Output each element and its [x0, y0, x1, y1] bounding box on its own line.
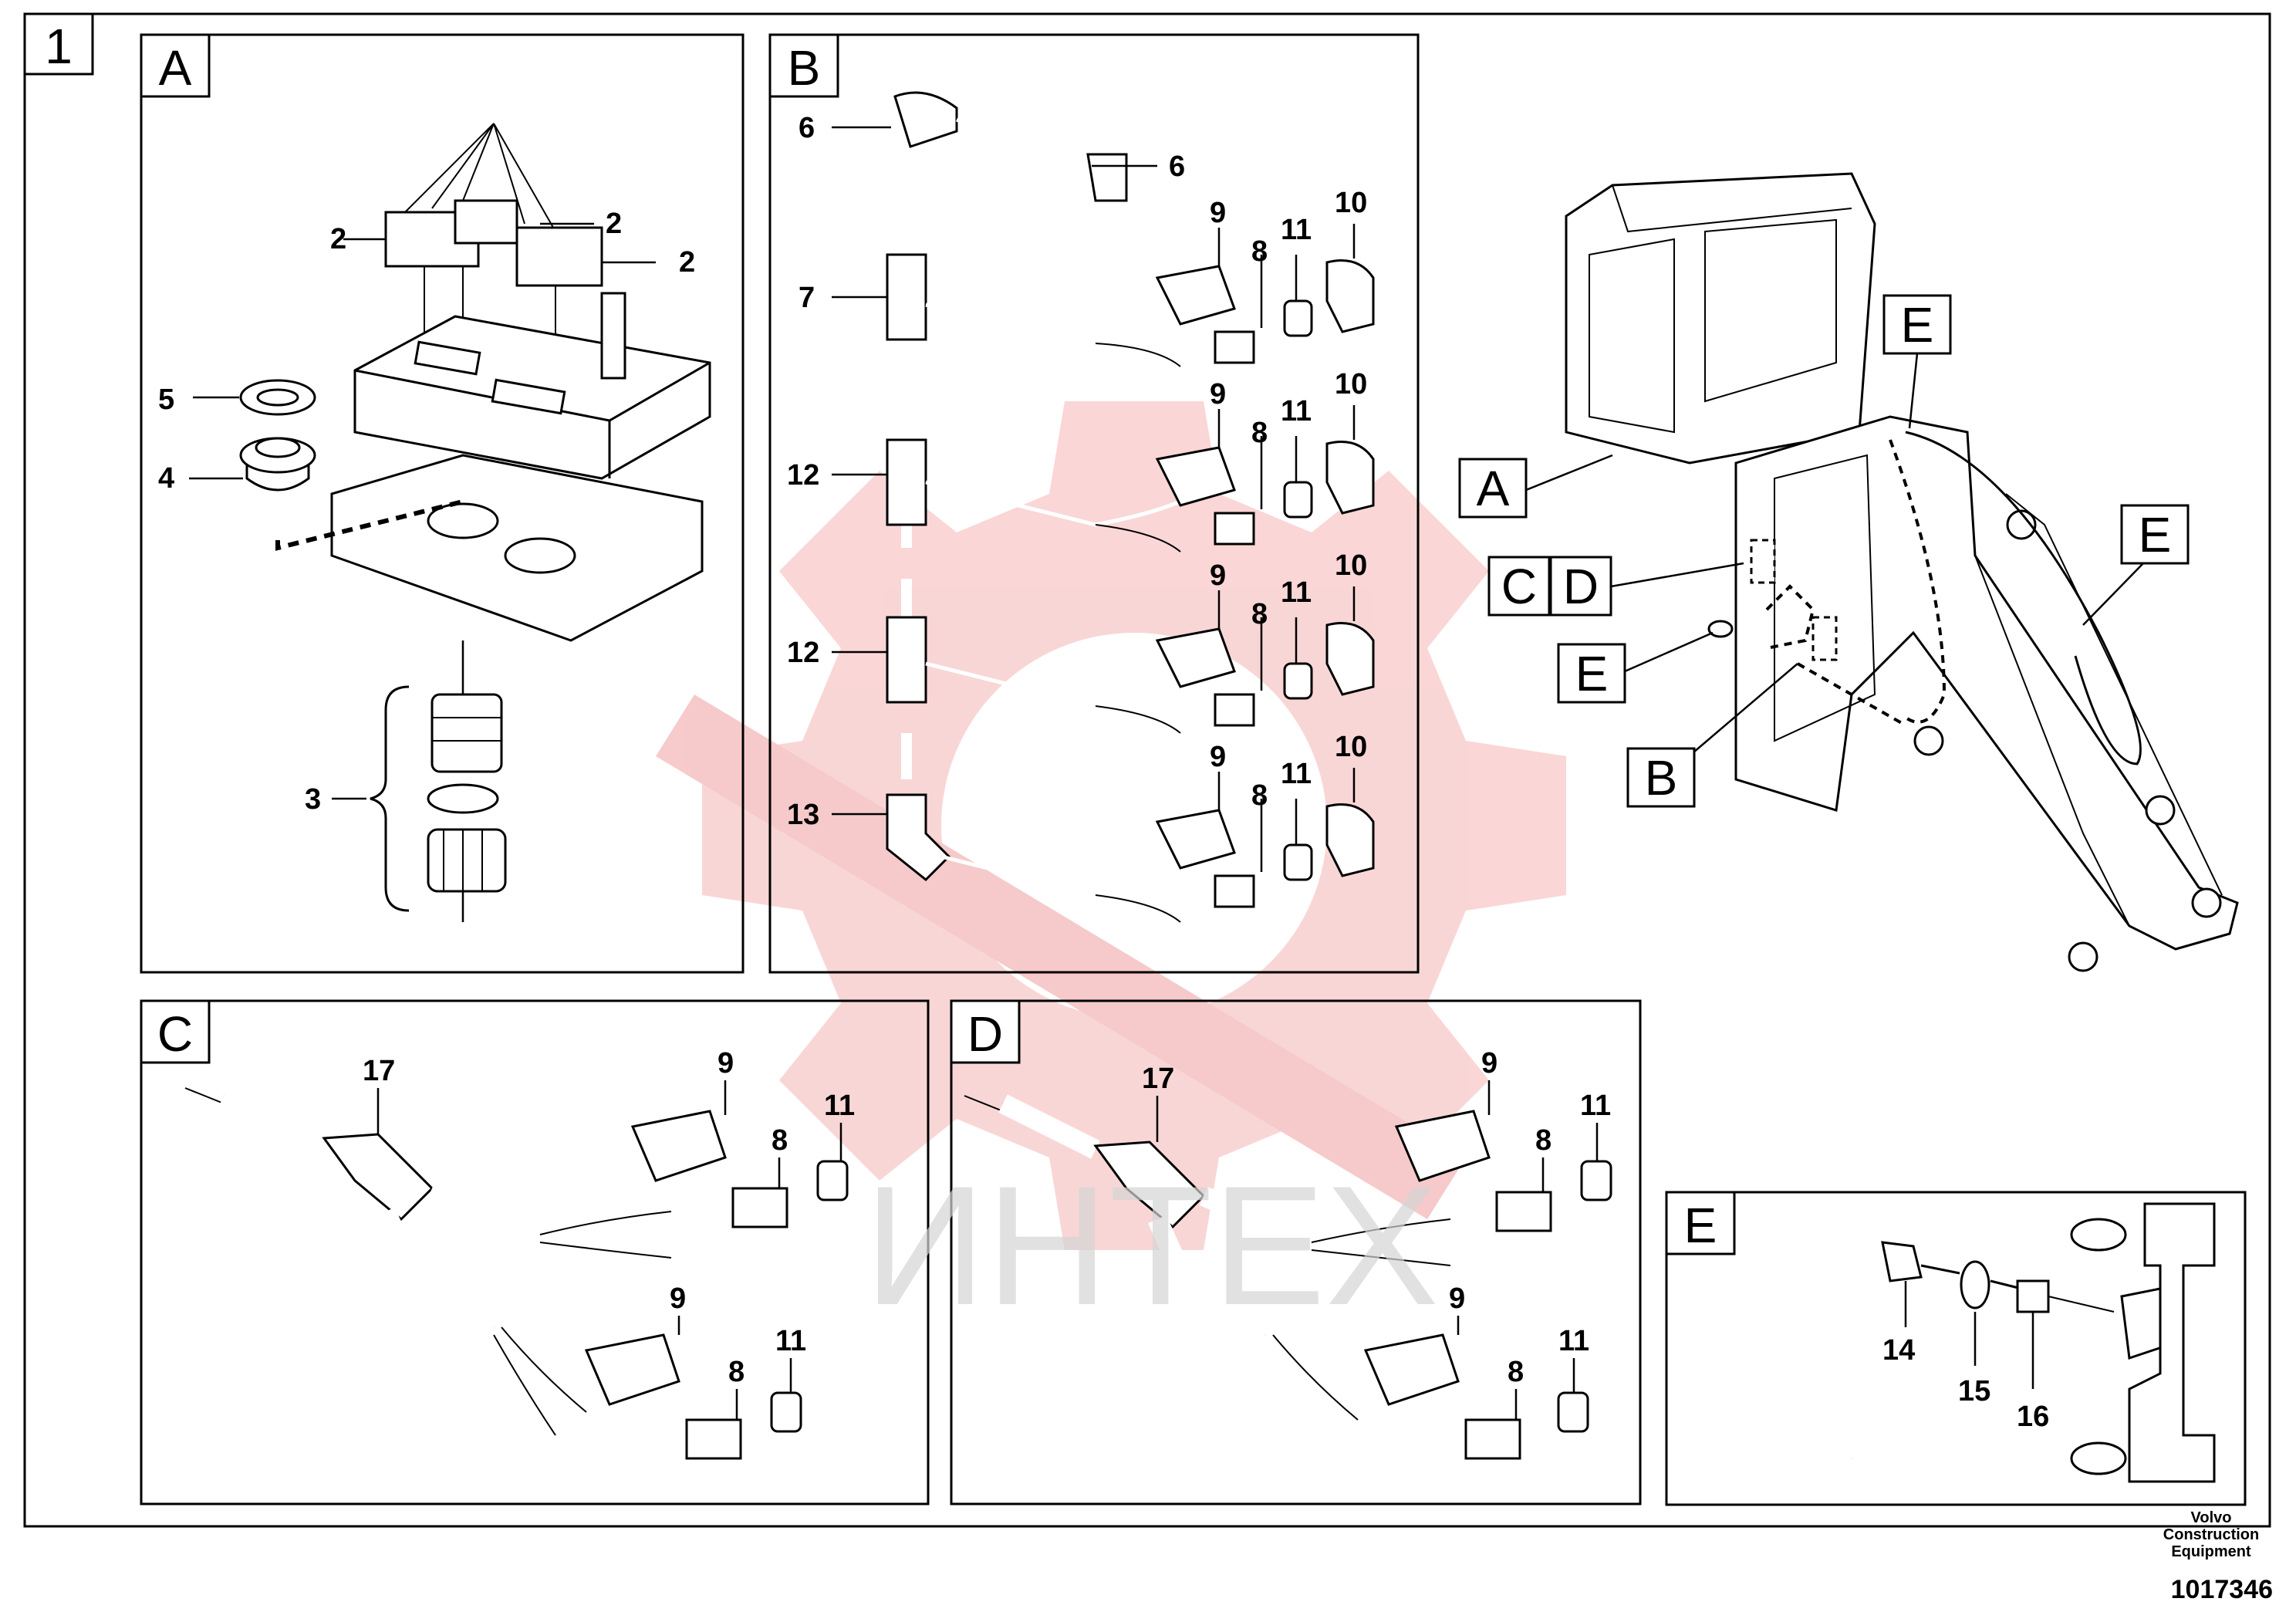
callout-c-11a: 11 — [824, 1090, 855, 1122]
tag-e-right: E — [2139, 507, 2172, 563]
machine-overview — [1565, 172, 2239, 972]
watermark-gear-icon — [656, 401, 1566, 1250]
company-line-1: Volvo Construction — [2163, 1509, 2260, 1543]
callout-c-8a: 8 — [772, 1124, 788, 1157]
callout-a-5: 5 — [158, 384, 174, 416]
callout-e-16: 16 — [2017, 1401, 2049, 1433]
callout-a-2c: 2 — [606, 208, 622, 240]
callout-a-2b: 2 — [679, 246, 695, 279]
overview-tags: A C D E B E E — [1458, 294, 2190, 808]
sheet-label-box — [23, 12, 94, 76]
tag-e-lower: E — [1575, 646, 1609, 701]
callout-c-8b: 8 — [728, 1356, 745, 1388]
callout-d-9b: 9 — [1449, 1282, 1465, 1315]
callout-b-9-r3: 9 — [1210, 559, 1226, 592]
tag-c: C — [1501, 559, 1537, 614]
callout-b-10-r4: 10 — [1335, 731, 1367, 763]
watermark-text: ИНТЕХ — [864, 1151, 1439, 1340]
callout-c-9b: 9 — [670, 1282, 686, 1315]
callout-d-11b: 11 — [1558, 1325, 1589, 1357]
callout-b-8-r2: 8 — [1251, 417, 1268, 449]
panel-a: A — [140, 33, 745, 974]
panel-d-label: D — [967, 1006, 1003, 1062]
sheet-label: 1 — [45, 19, 73, 74]
callout-b-6a: 6 — [799, 112, 815, 144]
callout-b-10-r3: 10 — [1335, 549, 1367, 582]
callout-b-11-r2: 11 — [1281, 395, 1312, 427]
callout-d-8a: 8 — [1535, 1124, 1551, 1157]
callout-b-13: 13 — [787, 799, 819, 831]
panel-d: D 17 9 8 11 9 8 11 — [950, 999, 1642, 1505]
callout-b-9-r4: 9 — [1210, 741, 1226, 773]
company-name: Volvo Construction Equipment — [2142, 1509, 2281, 1560]
callout-e-15: 15 — [1958, 1375, 1990, 1407]
tag-a: A — [1477, 461, 1510, 516]
callout-a-4: 4 — [158, 462, 174, 495]
callout-d-11a: 11 — [1580, 1090, 1611, 1122]
panel-b: B — [768, 33, 1420, 974]
tag-d: D — [1563, 559, 1599, 614]
callout-b-6b: 6 — [1169, 150, 1185, 183]
callout-e-14: 14 — [1882, 1334, 1915, 1367]
callout-b-8-r4: 8 — [1251, 779, 1268, 812]
callout-a-3: 3 — [305, 783, 321, 816]
callout-b-12b: 12 — [787, 637, 819, 669]
callout-d-17: 17 — [1142, 1063, 1174, 1095]
callout-c-11b: 11 — [775, 1325, 806, 1357]
callout-b-8-r3: 8 — [1251, 598, 1268, 630]
callout-b-10-r1: 10 — [1335, 187, 1367, 219]
callout-b-10-r2: 10 — [1335, 368, 1367, 400]
panel-b-label: B — [788, 40, 821, 96]
callout-d-8b: 8 — [1508, 1356, 1524, 1388]
drawing-number: 1017346 — [2170, 1575, 2273, 1604]
callout-c-9a: 9 — [718, 1047, 734, 1080]
callout-b-8-r1: 8 — [1251, 235, 1268, 268]
sheet-frame — [23, 12, 2271, 1528]
panel-e: E 14 15 16 — [1665, 1191, 2247, 1506]
panel-a-label: A — [159, 40, 192, 96]
callout-b-12a: 12 — [787, 459, 819, 492]
tag-e-top: E — [1901, 297, 1934, 353]
panel-e-label: E — [1684, 1198, 1717, 1253]
callout-b-11-r1: 11 — [1281, 214, 1312, 246]
callout-b-9-r1: 9 — [1210, 197, 1226, 229]
callout-d-9a: 9 — [1481, 1047, 1497, 1080]
callout-b-11-r4: 11 — [1281, 758, 1312, 790]
callout-c-17: 17 — [363, 1055, 395, 1087]
tag-b: B — [1645, 750, 1678, 806]
panel-c: C 17 9 8 11 9 8 11 — [140, 999, 930, 1505]
callout-b-9-r2: 9 — [1210, 378, 1226, 411]
panel-c-label: C — [157, 1006, 193, 1062]
callout-b-11-r3: 11 — [1281, 576, 1312, 609]
callout-b-7: 7 — [799, 282, 815, 314]
company-line-2: Equipment — [2171, 1543, 2251, 1560]
callout-a-2a: 2 — [330, 223, 346, 255]
